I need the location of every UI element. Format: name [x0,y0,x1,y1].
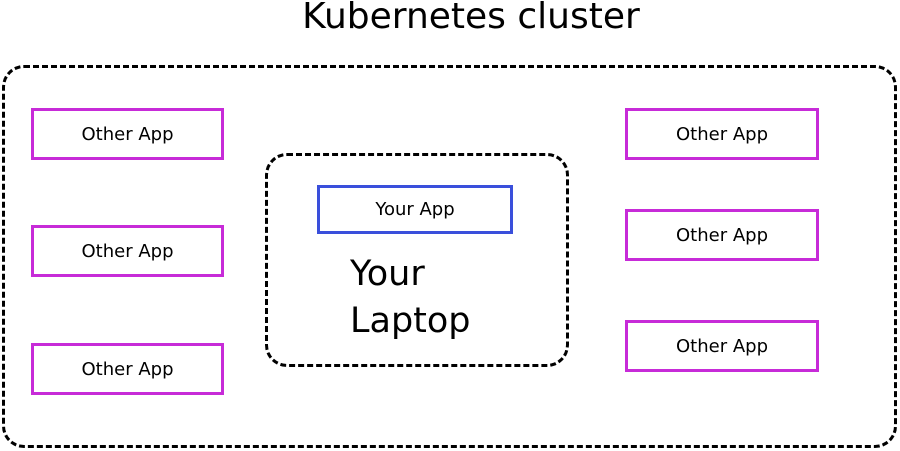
other-app-box: Other App [31,108,224,160]
your-app-label: Your App [375,199,455,220]
other-app-box: Other App [31,225,224,277]
other-app-label: Other App [81,123,174,145]
laptop-caption-line2: Laptop [350,301,471,341]
diagram-title: Kubernetes cluster [0,0,900,39]
your-app-box: Your App [317,185,513,234]
other-app-label: Other App [676,224,768,246]
other-app-box: Other App [31,343,224,395]
other-app-label: Other App [676,335,768,357]
other-app-label: Other App [676,123,768,145]
other-app-label: Other App [81,358,174,380]
laptop-caption-line1: Your [350,254,425,294]
other-app-box: Other App [625,209,819,261]
diagram-title-text: Kubernetes cluster [302,0,640,37]
laptop-boundary [265,153,569,367]
other-app-box: Other App [625,108,819,160]
cluster-boundary [2,65,897,448]
other-app-label: Other App [81,240,174,262]
laptop-caption: Your Laptop [350,251,471,345]
other-app-box: Other App [625,320,819,372]
